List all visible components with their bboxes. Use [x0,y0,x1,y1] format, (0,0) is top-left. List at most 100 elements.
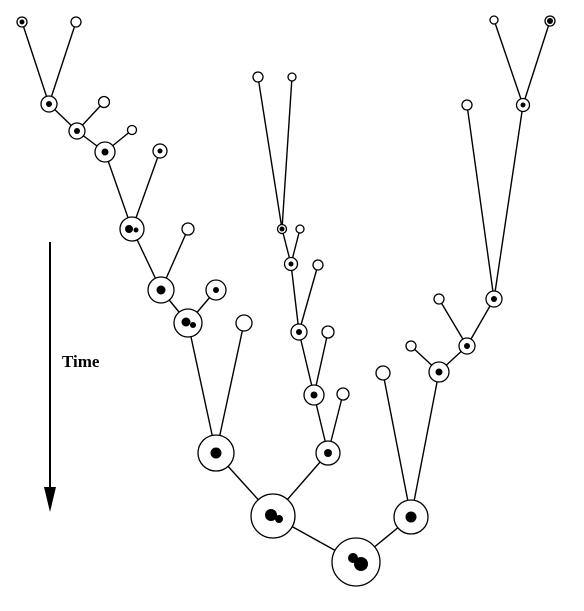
tree-edge [187,322,217,454]
tree-node [295,224,305,234]
node-core [520,102,526,108]
node-core [125,225,133,233]
node-core [74,128,80,134]
node-halo [70,16,82,28]
node-core [354,557,368,571]
tree-node [283,256,299,272]
tree-node [544,15,556,27]
tree-edge [298,264,319,333]
node-core [101,148,109,156]
tree-edge [438,298,468,347]
tree-edge [410,371,440,518]
tree-node [152,143,168,159]
node-core [210,447,222,459]
tree-node [336,387,350,401]
node-core [288,261,294,267]
tree-node [70,16,82,28]
node-core [133,227,139,233]
node-core [405,511,417,523]
node-halo [295,224,305,234]
tree-node [147,276,175,304]
node-core [310,391,318,399]
tree-node [235,314,253,332]
tree-node [485,290,503,308]
tree-edge [466,104,495,300]
tree-edge [290,263,300,333]
tree-node [197,434,235,472]
node-halo [126,124,138,136]
tree-edge [104,151,133,230]
tree-node [276,223,288,235]
node-core [464,343,470,349]
node-halo [287,72,297,82]
node-core [157,148,163,154]
tree-edge [21,21,50,105]
tree-edge [48,21,77,105]
tree-node [181,222,195,236]
tree-node [173,308,203,338]
tree-node [393,499,429,535]
tree-node [68,122,86,140]
tree-edge [257,76,283,230]
tree-node [97,95,111,109]
tree-node [458,337,476,355]
time-axis-label: Time [62,352,100,371]
node-halo [321,325,335,339]
tree-node [40,95,58,113]
tree-node [375,365,391,381]
tree-node [405,340,417,352]
node-core [275,515,283,523]
node-core [491,296,497,302]
node-halo [336,387,350,401]
tree-edge [131,150,161,230]
node-halo [252,71,264,83]
tree-node [515,97,531,113]
tree-edge [382,372,412,518]
tree-node [205,279,227,301]
tree-node [94,141,116,163]
node-core [190,322,196,328]
node-halo [461,99,473,111]
tree-node [252,71,264,83]
node-halo [375,365,391,381]
node-core [213,287,219,293]
tree-node [315,440,341,466]
tree-node [126,124,138,136]
tree-node [119,216,145,242]
tree-node [290,323,308,341]
tree-node [312,259,324,271]
node-core [181,317,191,327]
node-core [265,509,277,521]
node-core [156,285,166,295]
node-halo [235,314,253,332]
node-core [435,368,443,376]
tree-node [287,72,297,82]
node-core [279,226,285,232]
node-halo [433,293,445,305]
tree-edge [493,104,524,300]
tree-node [461,99,473,111]
tree-node [331,537,381,587]
tree-nodes [16,15,556,587]
node-core [547,18,553,24]
tree-edge [298,331,315,396]
tree-node [428,361,450,383]
tree-node [321,325,335,339]
node-core [19,19,25,25]
node-core [324,449,332,457]
node-halo [181,222,195,236]
node-halo [405,340,417,352]
node-halo [489,15,499,25]
tree-node [250,493,296,539]
tree-edge [493,19,524,106]
node-core [46,101,52,107]
tree-edge [313,331,329,396]
tree-node [16,16,28,28]
tree-edge [522,20,551,106]
node-halo [312,259,324,271]
tree-edge [281,76,293,230]
time-arrow [44,242,56,512]
tree-node [489,15,499,25]
node-core [296,329,302,335]
